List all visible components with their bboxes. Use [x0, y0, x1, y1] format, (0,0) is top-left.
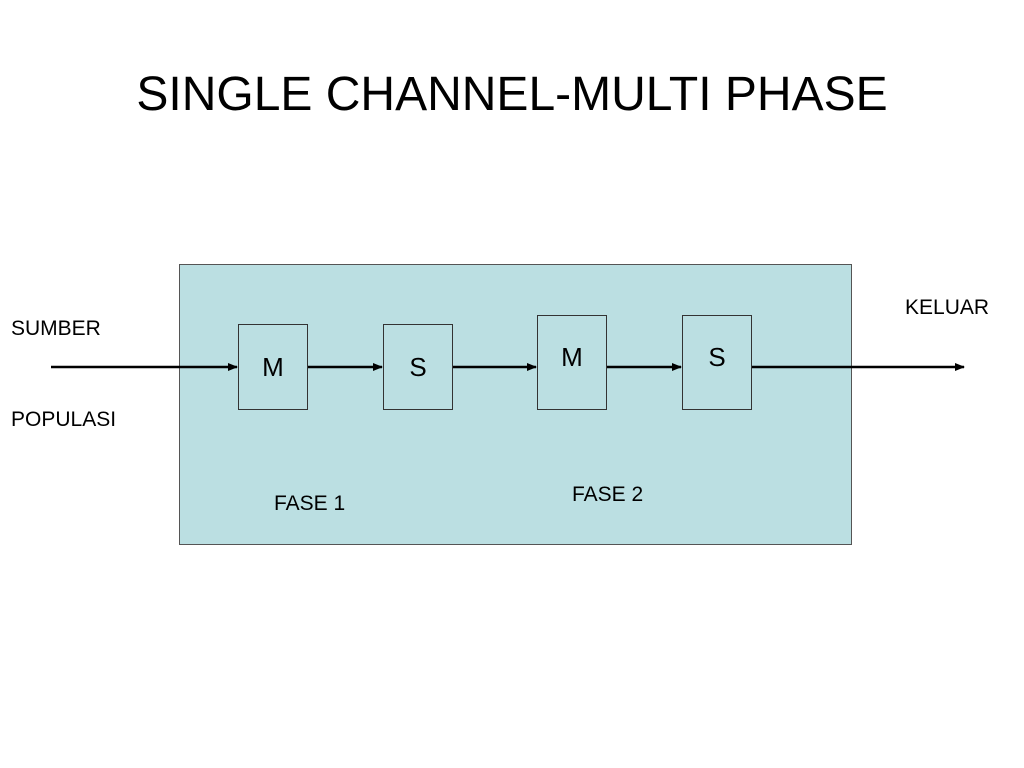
exit-label: KELUAR — [905, 296, 990, 319]
phase1-label: FASE 1 — [274, 492, 346, 515]
phase2-service-m: M — [537, 315, 607, 410]
slide-title: SINGLE CHANNEL-MULTI PHASE — [136, 68, 888, 121]
phase2-service-s-letter: S — [708, 342, 726, 372]
phase1-service-m-letter: M — [262, 352, 284, 382]
source-label-line2: POPULASI — [11, 408, 117, 431]
phase2-service-s: S — [682, 315, 752, 410]
queue-system-box — [179, 264, 852, 545]
source-label-line1: SUMBER — [11, 317, 101, 340]
phase1-service-s-letter: S — [409, 352, 427, 382]
phase2-label: FASE 2 — [572, 483, 644, 506]
phase1-service-m: M — [238, 324, 308, 410]
phase1-service-s: S — [383, 324, 453, 410]
phase2-service-m-letter: M — [561, 342, 583, 372]
